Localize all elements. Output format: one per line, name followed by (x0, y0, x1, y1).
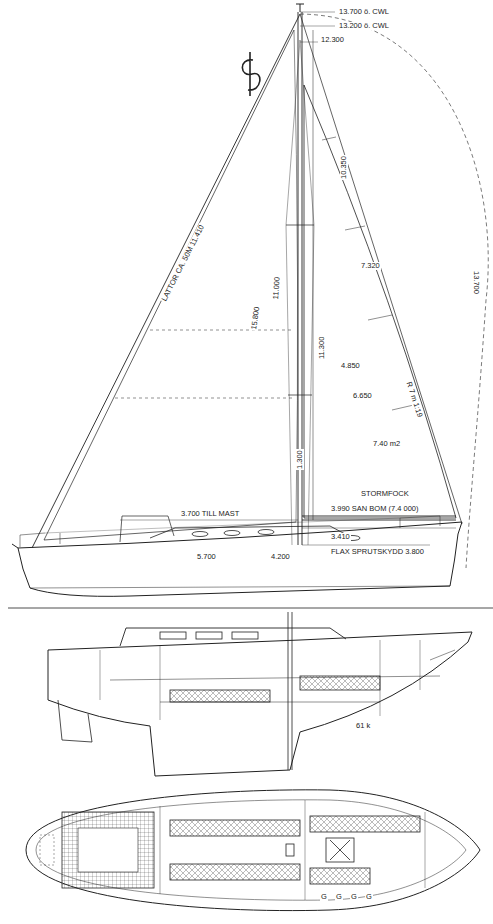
dimension-label: LATTOR CA. 50M 11.410 (160, 223, 206, 304)
dimension-label: R 7 m 1:19 (405, 380, 424, 419)
deck-mark: G (335, 893, 343, 901)
dimension-label: 11.300 (318, 336, 326, 360)
interior-profile (48, 612, 472, 776)
sail-plan (8, 4, 493, 608)
dimension-label: 12.300 (320, 36, 345, 44)
deck-mark: G (350, 893, 358, 901)
dimension-label: 61 k (355, 722, 371, 730)
dimension-label: 11.000 (272, 276, 281, 301)
dimension-label: 3.990 SAN BOM (7.4 000) (330, 505, 420, 513)
deck-mark: G (365, 893, 373, 901)
dimension-label: 15.800 (250, 305, 261, 331)
dimension-label: STORMFOCK (360, 490, 410, 498)
dimension-label: 13.200 ö. CWL (338, 22, 390, 30)
dimension-label: 7.40 m2 (372, 440, 401, 448)
dimension-label: 4.200 (270, 553, 291, 561)
dimension-label: 13.700 ö. CWL (338, 8, 390, 16)
dimension-label: 13.700 (473, 270, 481, 295)
dimension-label: FLAX SPRUTSKYDD 3.800 (330, 548, 425, 556)
dimension-label: 6.650 (352, 392, 373, 400)
dimension-label: 4.850 (340, 362, 361, 370)
deck-plan (26, 790, 480, 911)
dimension-label: 1.300 (296, 449, 304, 470)
dimension-label: 10.350 (340, 155, 348, 180)
dimension-label: 3.410 (330, 533, 351, 541)
dimension-label: 7.320 (360, 262, 381, 270)
deck-mark: G (320, 893, 328, 901)
dimension-label: 5.700 (196, 553, 217, 561)
dimension-label: 3.700 TILL MAST (180, 510, 240, 518)
